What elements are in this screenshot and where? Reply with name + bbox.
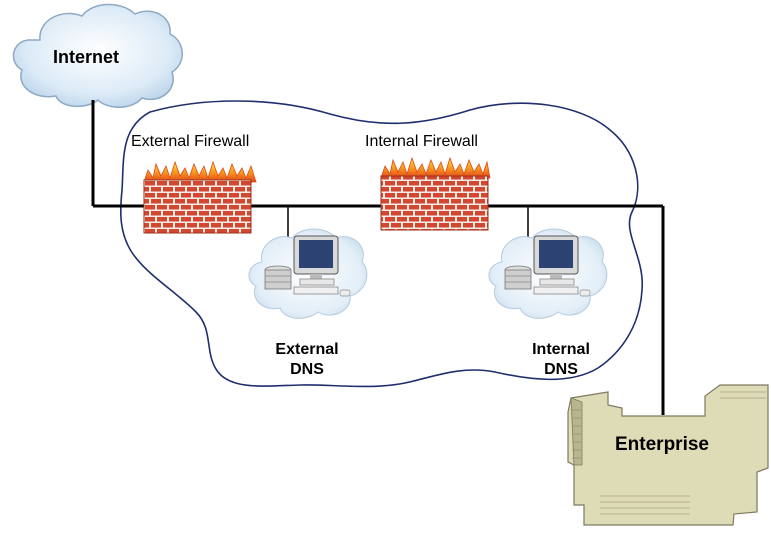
internal-firewall-label: Internal Firewall bbox=[365, 133, 478, 150]
internal-firewall-flames-icon bbox=[380, 156, 491, 179]
external-dns-server bbox=[248, 228, 368, 319]
external-firewall-flames-icon bbox=[143, 160, 257, 183]
external-dns-label-line1: External bbox=[275, 341, 339, 358]
external-dns-label: External DNS bbox=[262, 340, 352, 380]
dns-drops bbox=[287, 206, 529, 240]
external-firewall-label: External Firewall bbox=[131, 133, 250, 150]
external-dns-label-line2: DNS bbox=[290, 361, 324, 378]
internal-dns-computer-icon bbox=[504, 235, 591, 297]
internet-label: Internet bbox=[53, 47, 120, 67]
enterprise-label: Enterprise bbox=[615, 434, 709, 455]
internal-firewall-brick-wall-icon bbox=[380, 175, 489, 231]
external-firewall bbox=[143, 160, 257, 234]
internal-dns-label: Internal DNS bbox=[516, 340, 606, 380]
internet-cloud bbox=[12, 3, 183, 108]
enterprise-building-icon bbox=[567, 384, 769, 526]
internal-dns-server bbox=[488, 228, 608, 319]
network-links bbox=[91, 100, 665, 415]
internal-firewall bbox=[380, 156, 491, 231]
internal-dns-label-line1: Internal bbox=[532, 341, 590, 358]
internal-dns-label-line2: DNS bbox=[544, 361, 578, 378]
external-firewall-brick-wall-icon bbox=[143, 179, 252, 234]
dmz-boundary bbox=[119, 100, 643, 388]
external-dns-computer-icon bbox=[264, 235, 351, 297]
